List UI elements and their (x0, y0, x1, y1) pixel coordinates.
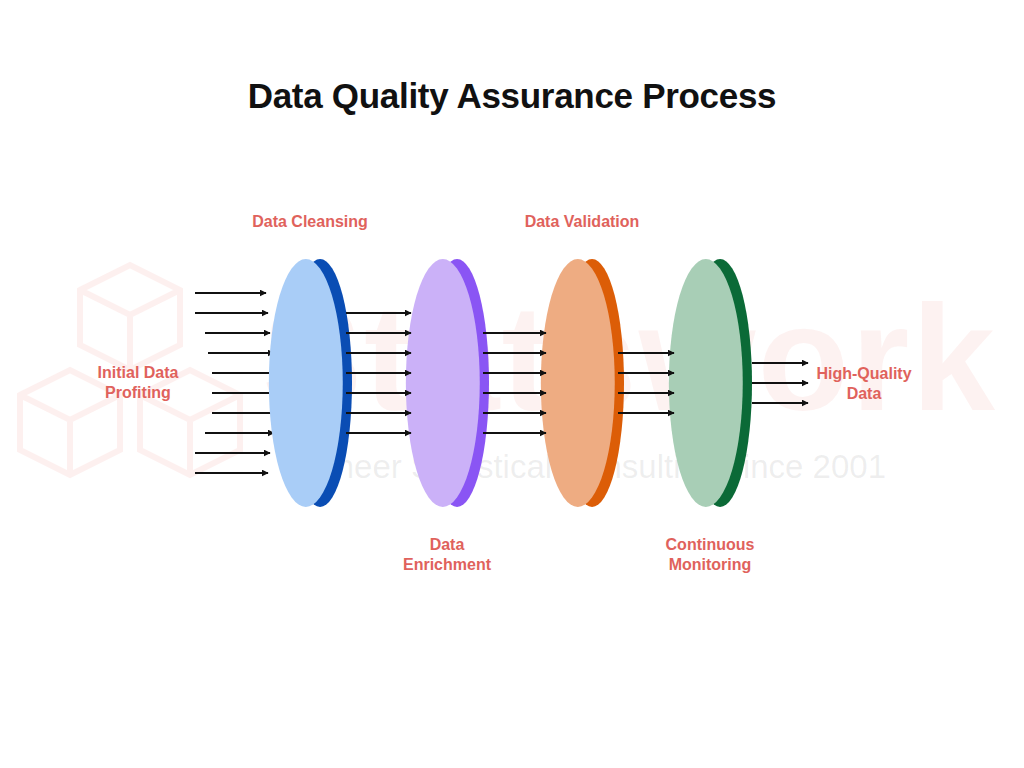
filter-disc: Data Cleansing (268, 258, 352, 508)
filter-disc: Data Enrichment (405, 258, 489, 508)
flow-arrow (483, 372, 546, 374)
flow-arrow (483, 432, 546, 434)
filter-disc: Data Validation (540, 258, 624, 508)
disc-face (541, 259, 615, 507)
flow-arrow (483, 412, 546, 414)
disc-face (406, 259, 480, 507)
flow-arrow (346, 352, 411, 354)
flow-arrow (618, 352, 674, 354)
flow-arrow (346, 332, 411, 334)
flow-arrow (346, 432, 411, 434)
disc-face (269, 259, 343, 507)
disc-shape (268, 258, 352, 508)
stage-label: Continuous Monitoring (654, 535, 766, 575)
flow-arrow (483, 332, 546, 334)
watermark-text: Statswork (262, 272, 997, 445)
stage-label: Data Validation (525, 212, 640, 232)
stage-label: Data Enrichment (391, 535, 503, 575)
disc-shape (668, 258, 752, 508)
disc-shape (540, 258, 624, 508)
flow-arrow (483, 392, 546, 394)
stage-label: Data Cleansing (252, 212, 368, 232)
input-arrows (195, 293, 280, 473)
flow-arrow (618, 392, 674, 394)
input-label: Initial Data Profiting (82, 363, 194, 403)
flow-arrow (618, 412, 674, 414)
flow-arrow (618, 372, 674, 374)
flow-arrow (346, 412, 411, 414)
watermark-logo (20, 265, 240, 475)
flow-arrow (346, 372, 411, 374)
disc-face (669, 259, 743, 507)
filter-disc: Continuous Monitoring (668, 258, 752, 508)
flow-arrow (346, 312, 411, 314)
flow-arrow (346, 392, 411, 394)
diagram-title: Data Quality Assurance Process (0, 76, 1024, 116)
disc-shape (405, 258, 489, 508)
output-label: High-Quality Data (808, 364, 920, 404)
flow-arrow (483, 352, 546, 354)
output-arrows (752, 363, 808, 403)
